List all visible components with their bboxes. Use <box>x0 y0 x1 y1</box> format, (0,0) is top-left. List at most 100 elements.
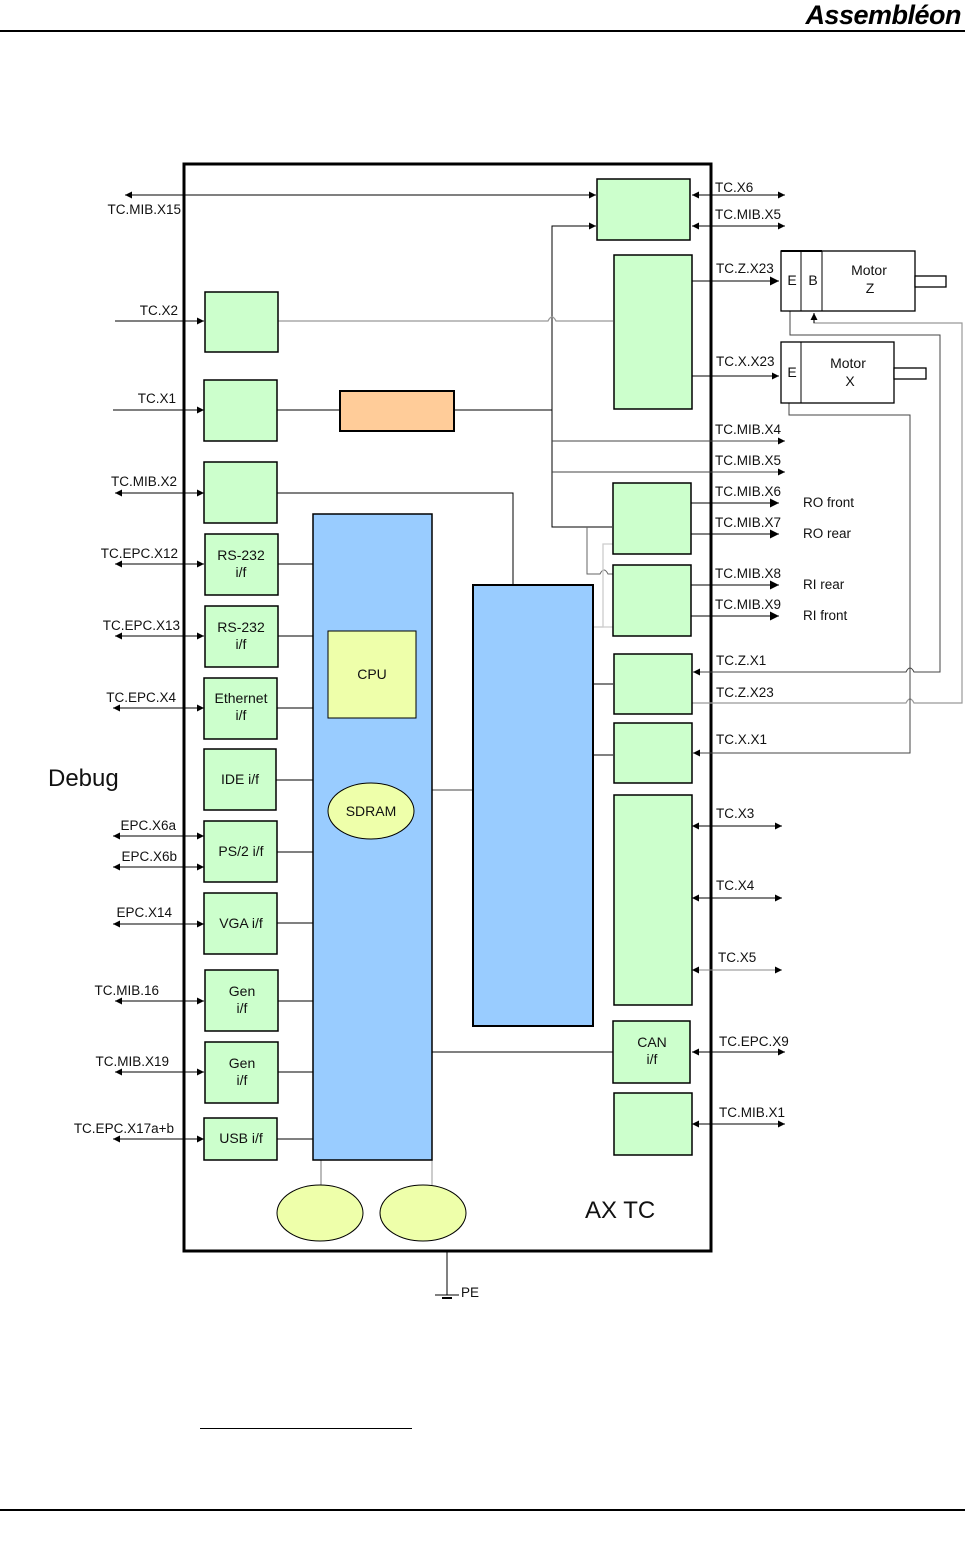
debug-label: Debug <box>48 765 119 792</box>
connector-label: TC.MIB.X15 <box>107 202 181 217</box>
connector-label: TC.Z.X23 <box>716 261 774 276</box>
connector-label: EPC.X6b <box>121 849 177 864</box>
memory-ellipse-1 <box>276 1184 364 1242</box>
brand-logo: Assembléon <box>805 0 961 30</box>
signal-label: RO rear <box>803 526 852 541</box>
connector-label: TC.MIB.X4 <box>715 422 782 437</box>
block-label: i/f <box>236 636 247 652</box>
orange-block <box>339 390 455 432</box>
right-connector-lines <box>691 191 785 1128</box>
block-label: VGA i/f <box>219 915 263 931</box>
block-label: RS-232 <box>217 547 265 563</box>
signal-label: RO front <box>803 495 854 510</box>
footnote-rule <box>200 1428 412 1429</box>
block-label: Ethernet <box>215 690 268 706</box>
signal-labels: RO front RO rear RI rear RI front <box>803 495 854 623</box>
motor-x-label: X <box>845 373 855 389</box>
io-controller-block <box>472 584 594 1027</box>
block-label: USB i/f <box>219 1130 263 1146</box>
connector-label: TC.MIB.X5 <box>715 453 781 468</box>
tc-mib-x2-block <box>203 461 278 524</box>
can-block <box>612 1020 691 1084</box>
right-interface-blocks <box>612 482 693 1156</box>
ro-block <box>612 482 692 555</box>
motor-z-encoder-label: E <box>787 272 796 288</box>
mib-x1-block <box>613 1092 693 1156</box>
connector-label: TC.Z.X23 <box>716 685 774 700</box>
connector-label: TC.MIB.X7 <box>715 515 781 530</box>
motor-driver-block <box>613 254 693 410</box>
ethernet-block <box>203 677 278 740</box>
sdram-label: SDRAM <box>346 803 397 819</box>
connector-label: TC.MIB.16 <box>94 983 159 998</box>
signal-label: RI rear <box>803 577 845 592</box>
connector-label: TC.X3 <box>716 806 754 821</box>
enclosure-title: AX TC <box>585 1197 655 1224</box>
connector-label: TC.X1 <box>138 391 176 406</box>
tc-x2-block <box>204 291 279 353</box>
connector-label: EPC.X6a <box>120 818 176 833</box>
vga-block <box>203 892 278 955</box>
left-connector-labels: TC.MIB.X15 TC.X2 TC.X1 TC.MIB.X2 TC.EPC.… <box>74 202 181 1136</box>
connector-label: TC.MIB.X19 <box>95 1054 169 1069</box>
motor-z <box>780 250 947 312</box>
block-label: RS-232 <box>217 619 265 635</box>
ri-block <box>612 564 692 637</box>
tc-x1-block <box>203 379 278 442</box>
block-label: i/f <box>237 1072 248 1088</box>
connector-label: TC.EPC.X12 <box>101 546 178 561</box>
left-connector-lines <box>113 317 204 1143</box>
footer-rule <box>0 1509 965 1511</box>
motor-z-label: Z <box>866 280 875 296</box>
connector-label: TC.EPC.X9 <box>719 1034 789 1049</box>
ground-label: PE <box>461 1285 479 1300</box>
connector-label: TC.MIB.X9 <box>715 597 781 612</box>
connector-label: TC.Z.X1 <box>716 653 766 668</box>
rs232-block-2 <box>204 605 279 668</box>
block-label: i/f <box>237 1000 248 1016</box>
cpu-label: CPU <box>357 666 387 682</box>
usb-block <box>203 1117 278 1161</box>
motor-z-brake-label: B <box>808 272 817 288</box>
right-connector-labels: TC.X6 TC.MIB.X5 TC.Z.X23 TC.X.X23 TC.MIB… <box>715 180 789 1120</box>
connector-label: TC.EPC.X13 <box>103 618 180 633</box>
motor-z-shaft <box>914 275 947 288</box>
motor-x-shaft <box>893 367 927 380</box>
connector-label: TC.X5 <box>718 950 756 965</box>
block-label: IDE i/f <box>221 771 259 787</box>
connector-label: EPC.X14 <box>116 905 172 920</box>
header-rule <box>0 30 965 32</box>
block-label: i/f <box>236 707 247 723</box>
block-label: i/f <box>236 564 247 580</box>
cpu-block <box>327 630 417 719</box>
connector-label: TC.MIB.X8 <box>715 566 781 581</box>
can-label: i/f <box>647 1051 658 1067</box>
gen-block-2 <box>204 1041 279 1104</box>
connector-label: TC.MIB.X1 <box>719 1105 785 1120</box>
connector-label: TC.EPC.X4 <box>106 690 176 705</box>
motor-x-label: Motor <box>830 355 866 371</box>
connector-label: TC.EPC.X17a+b <box>74 1121 174 1136</box>
connector-label: TC.X2 <box>140 303 178 318</box>
z-encoder-block <box>613 653 693 715</box>
can-label: CAN <box>637 1034 667 1050</box>
connector-label: TC.MIB.X5 <box>715 207 781 222</box>
left-interface-blocks <box>203 533 279 1161</box>
block-labels: RS-232 i/f RS-232 i/f Ethernet i/f IDE i… <box>215 262 888 1146</box>
io-block <box>613 794 693 1006</box>
mib-interface-block <box>596 178 691 241</box>
grey-wiring <box>278 311 963 757</box>
connector-label: TC.MIB.X2 <box>111 474 177 489</box>
motor-z-label: Motor <box>851 262 887 278</box>
connector-label: TC.X.X1 <box>716 732 767 747</box>
memory-ellipse-2 <box>379 1184 467 1242</box>
x-encoder-block <box>613 722 693 784</box>
connector-label: TC.X6 <box>715 180 753 195</box>
connector-label: TC.X4 <box>716 878 755 893</box>
motor-x-encoder-label: E <box>787 364 796 380</box>
block-label: Gen <box>229 983 255 999</box>
ide-block <box>203 748 277 811</box>
ps2-block <box>203 820 278 883</box>
rs232-block-1 <box>204 533 279 596</box>
